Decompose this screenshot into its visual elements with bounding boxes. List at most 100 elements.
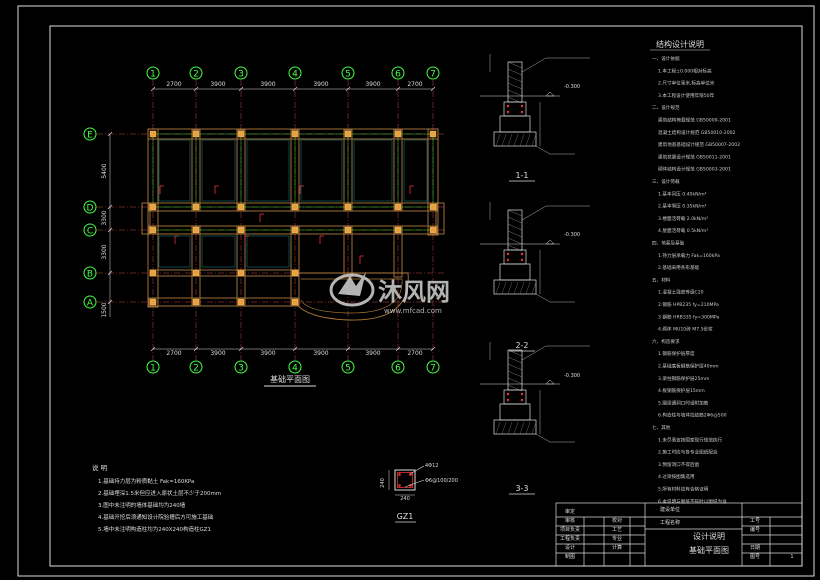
dim-bottom-3: 3900 [260,350,275,357]
note-line-1: 1.基础持力层为粉质黏土 Fak=160KPa [98,477,194,485]
column-gz [149,226,157,234]
grid-bubbles-bottom: 1 2 3 4 5 6 7 [146,360,440,374]
spec-line-10: 砌体结构设计规范 GB50003-2001 [658,166,731,173]
tb-mid-4: 计算 [612,544,622,551]
level-symbol [545,379,555,385]
rebar-dot [506,110,510,114]
watermark-logo-icon [329,272,375,307]
tb-row-1: 审定 [565,508,575,515]
grid-label-bottom-6: 6 [395,364,401,374]
section-wall-hatch [507,363,523,371]
grid-label-C: C [87,227,93,237]
footing-strip [191,129,201,212]
spec-line-36: 5.所有材料应有合格证明 [658,486,709,493]
grid-label-bottom-5: 5 [345,364,351,374]
rebar-dot [506,252,510,256]
spec-line-7: 混凝土结构设计规范 GB50010-2002 [658,129,736,136]
watermark-url: www.mfcad.com [384,307,442,315]
watermark: 沐风网 www.mfcad.com [329,272,450,315]
footing-strip [343,129,353,212]
column-gz [291,203,299,211]
spec-title: 结构设计说明 [656,39,704,49]
dim-bottom-6: 2700 [407,350,422,357]
dim-tick [345,346,351,352]
column-gz [291,130,299,138]
section-base-hatch [513,281,519,295]
grid-label-bottom-7: 7 [430,364,436,374]
section-base-hatch [531,133,537,147]
dim-top-2: 3900 [210,81,225,88]
tb-outer [555,502,803,567]
section-wall-hatch [507,356,523,364]
section-wall-hatch [507,61,523,69]
section-base-hatch [531,421,537,435]
column-gz [344,130,352,138]
dim-top-4: 3900 [313,81,328,88]
column-gz [192,269,200,277]
section-base-hatch [501,281,507,295]
dim-tick [395,346,401,352]
spec-line-12: 1.基本风压 0.40kN/m² [658,190,707,197]
section-3-elev: -0.300 [564,373,580,379]
spec-line-24: 六、构造要求 [652,338,680,345]
section-base-hatch [519,133,525,147]
tb-unit-label: 建设单位 [660,506,680,513]
grid-label-bottom-1: 1 [150,364,156,374]
grid-label-top-1: 1 [150,70,156,80]
tb-row-4: 工程负责 [560,535,580,542]
footing-strip [236,129,246,212]
section-footing-base [493,419,537,435]
notes-header: 说 明 [92,463,108,472]
tb-right-2: 编号 [750,526,760,533]
tb-row-5: 设计 [565,544,575,551]
footing-strip [290,129,300,212]
tb-title-2: 基础平面图 [689,545,729,555]
rebar-dot [506,398,510,402]
column-gz [149,269,157,277]
spec-line-4: 3.本工程设计使用年限50年 [658,92,715,99]
room-outline [300,139,343,202]
tb-sheet-no: 1 [790,554,793,560]
tb-right-4: 图号 [750,554,760,560]
dim-top-5: 3900 [365,81,380,88]
section-wall-hatch [507,237,523,245]
section-wall-hatch [507,68,523,76]
column-gz [429,226,437,234]
tb-title-1: 设计说明 [693,531,725,541]
dim-tick [107,131,113,137]
section-footing-base [493,279,537,295]
leader [521,57,547,73]
spec-line-33: 2.施工时应与各专业图纸配合 [658,449,718,456]
section-details: 1-1 -0.300 2-2 -0.300 3-3 -0.300 [480,54,590,495]
dim-tick [107,299,113,305]
spec-line-28: 4.板钢筋保护层15mm [658,387,705,394]
spec-line-27: 3.梁柱钢筋保护层25mm [658,375,710,382]
section-wall-hatch [507,82,523,90]
dimension-text-top: 2700 3900 3900 3900 3900 2700 [166,81,422,88]
dim-tick [107,227,113,233]
dim-tick [430,86,436,92]
section-base-hatch [525,421,531,435]
room-outline [158,235,191,268]
dim-top-6: 2700 [407,81,422,88]
gz1-detail: 4Φ12 Φ6@100/200 240 240 GZ1 [380,463,458,523]
section-3-label: 3-3 [515,484,528,493]
room-outline [158,139,191,202]
tb-right-1: 工号 [750,518,760,524]
footing-strip [290,225,300,307]
grid-label-A: A [87,299,94,309]
column-gz [344,203,352,211]
spec-line-15: 4.屋面活荷载 0.5kN/m² [658,227,708,234]
column-gz [192,226,200,234]
dim-tick [430,346,436,352]
grid-label-bottom-4: 4 [292,364,298,374]
footing-strip [435,202,445,235]
dimension-text-left: 5400 3300 3300 1500 [101,163,108,317]
spec-line-25: 1.钢筋保护层厚度 [658,350,695,357]
spec-line-18: 2.基础采用条形基础 [658,264,700,271]
dimension-text-bottom: 2700 3900 3900 3900 3900 2700 [166,350,422,357]
column-gz [149,203,157,211]
drawing-inner-frame [49,25,803,567]
section-base-hatch [507,281,513,295]
section-wall-hatch [507,223,523,231]
